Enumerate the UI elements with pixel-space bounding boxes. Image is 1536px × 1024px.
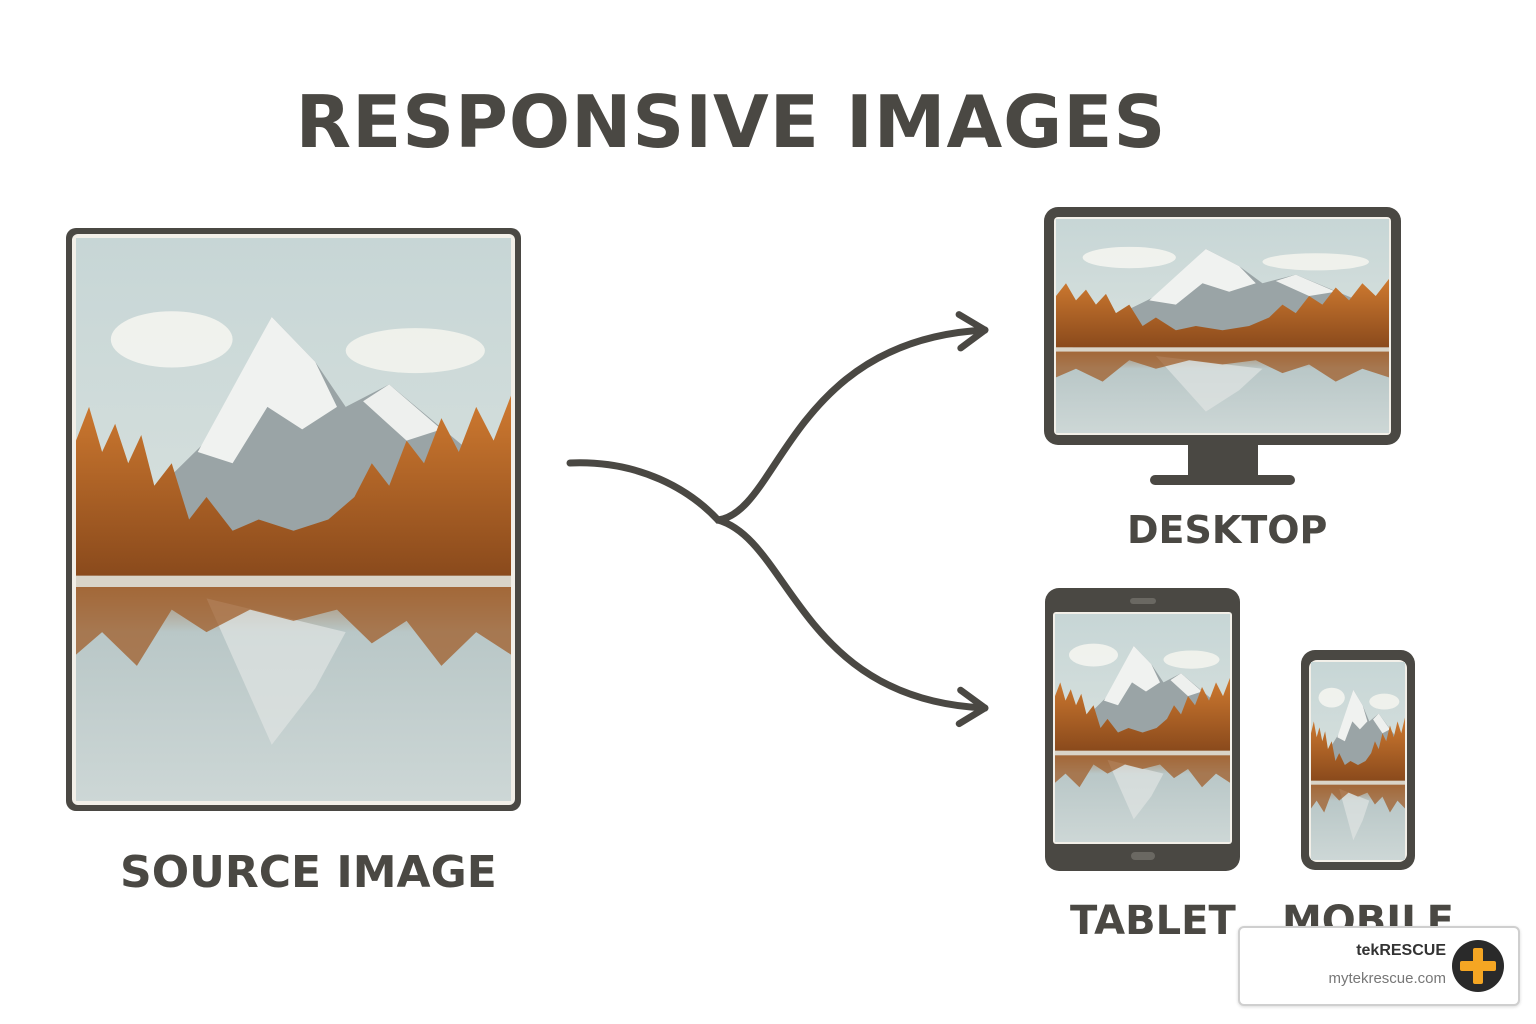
desktop-label: DESKTOP: [1127, 508, 1328, 552]
desktop-monitor: [1044, 207, 1401, 485]
branch-arrows: [566, 311, 989, 728]
brand-badge[interactable]: tekRESCUE mytekrescue.com: [1238, 926, 1520, 1006]
plus-logo-icon: [1452, 940, 1504, 992]
arrow-to-devices: [714, 516, 989, 728]
diagram-title: RESPONSIVE IMAGES: [295, 80, 1167, 164]
source-image-label: SOURCE IMAGE: [120, 847, 497, 898]
source-image: [66, 228, 521, 811]
brand-url: mytekrescue.com: [1328, 970, 1446, 987]
tablet-device: [1045, 588, 1240, 871]
mobile-device: [1301, 650, 1415, 870]
arrow-to-desktop: [566, 311, 989, 524]
brand-name: tekRESCUE: [1356, 942, 1446, 959]
tablet-label: TABLET: [1070, 898, 1236, 944]
